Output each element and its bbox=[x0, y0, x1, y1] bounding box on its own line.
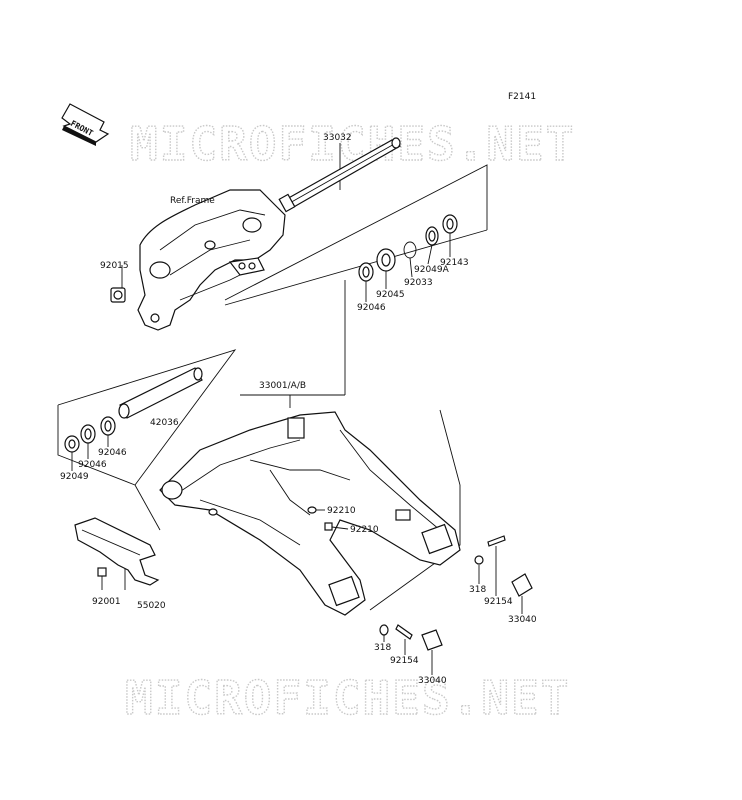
label-collar: 42036 bbox=[150, 418, 179, 428]
label-bolt-upper: 92210 bbox=[327, 506, 356, 516]
part-nut-318-bottom bbox=[379, 624, 389, 636]
part-cap-92143 bbox=[442, 214, 458, 234]
label-guard-bolt: 92001 bbox=[92, 597, 121, 607]
part-bearing-92045 bbox=[376, 248, 396, 272]
part-seal-92049A bbox=[425, 226, 439, 246]
label-swingarm: 33001/A/B bbox=[259, 381, 306, 391]
part-guard-55020 bbox=[74, 517, 160, 586]
part-bearing-92046-left1 bbox=[100, 416, 116, 436]
part-circlip-92033 bbox=[403, 241, 417, 259]
label-adjuster-bottom: 33040 bbox=[418, 676, 447, 686]
label-cap-top: 92143 bbox=[440, 258, 469, 268]
label-adjuster-top: 33040 bbox=[508, 615, 537, 625]
part-bolt-92210-upper bbox=[307, 506, 317, 514]
part-bolt-92210-lower bbox=[324, 522, 333, 531]
part-nut-92015 bbox=[110, 287, 126, 303]
label-nut-left: 92015 bbox=[100, 261, 129, 271]
part-bearing-92046-top bbox=[358, 262, 374, 282]
ref-frame-label: Ref.Frame bbox=[170, 196, 215, 206]
label-nut-right-bottom: 318 bbox=[374, 643, 391, 653]
part-bolt-92154-bottom bbox=[395, 624, 413, 640]
diagram-code: F2141 bbox=[508, 92, 536, 102]
label-bolt-right-top: 92154 bbox=[484, 597, 513, 607]
label-bolt-right-bottom: 92154 bbox=[390, 656, 419, 666]
part-bolt-92001 bbox=[97, 567, 107, 577]
part-adjuster-33040-bottom bbox=[421, 629, 443, 651]
watermark-bottom: MICROFICHES.NET bbox=[125, 671, 570, 725]
label-seal-top: 92049A bbox=[414, 265, 450, 275]
part-axle-33032 bbox=[278, 137, 402, 213]
label-bearing-left-1: 92046 bbox=[98, 448, 127, 458]
label-leaders bbox=[71, 233, 523, 675]
part-adjuster-33040-top bbox=[511, 573, 533, 597]
label-bolt-lower: 92210 bbox=[350, 525, 379, 535]
part-nut-318-top bbox=[474, 555, 484, 565]
label-bearing-a: 92045 bbox=[376, 290, 405, 300]
part-bolt-92154-top bbox=[487, 535, 506, 547]
label-nut-right-top: 318 bbox=[469, 585, 486, 595]
label-axle: 33032 bbox=[323, 133, 352, 143]
label-bearing-left-2: 92046 bbox=[78, 460, 107, 470]
part-seal-92049 bbox=[64, 435, 80, 453]
part-swingarm-33001 bbox=[159, 411, 461, 616]
watermark-top: MICROFICHES.NET bbox=[130, 117, 575, 171]
label-bearing-b: 92046 bbox=[357, 303, 386, 313]
label-circlip: 92033 bbox=[404, 278, 433, 288]
part-collar-42036 bbox=[118, 367, 203, 419]
front-arrow-icon: FRONT bbox=[61, 103, 110, 146]
label-seal-left: 92049 bbox=[60, 472, 89, 482]
part-bearing-92046-left2 bbox=[80, 424, 96, 444]
label-guard: 55020 bbox=[137, 601, 166, 611]
frame-pivot bbox=[137, 189, 286, 331]
